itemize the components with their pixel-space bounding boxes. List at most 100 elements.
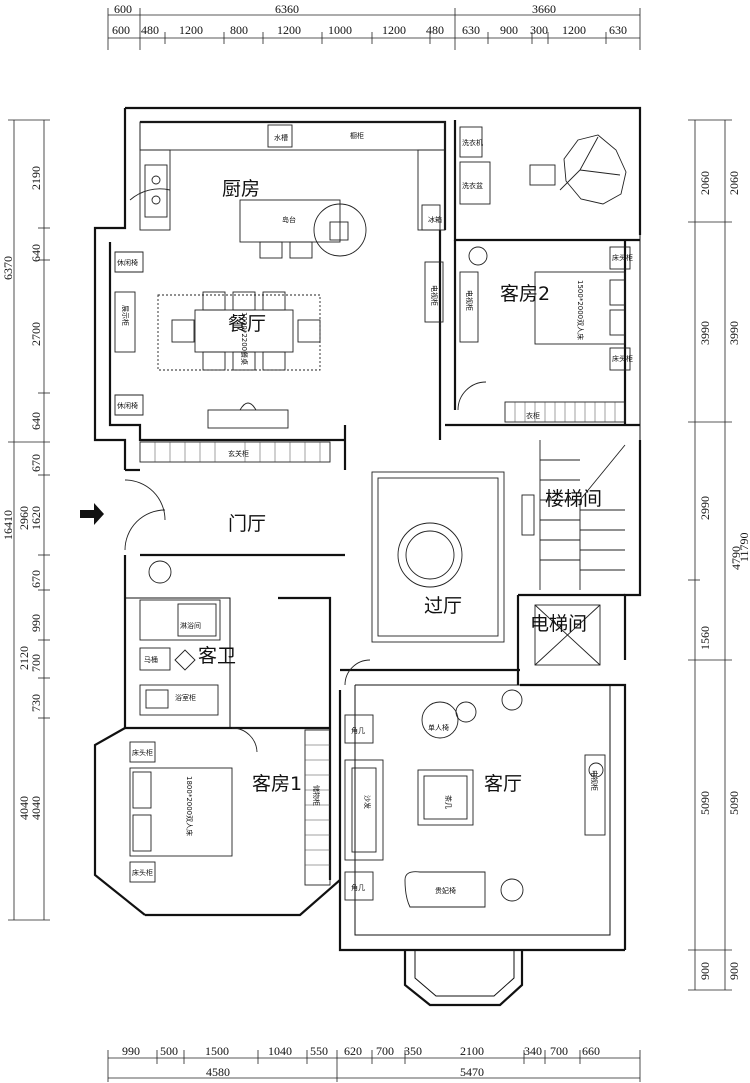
dim-top-row2: 1200: [179, 23, 203, 37]
label-bed-1800: 1800*2000双人床: [185, 776, 194, 836]
label-storage-cabinet: 储物柜: [312, 785, 321, 806]
label-tv-cabinet-2r: 电视柜: [465, 290, 474, 311]
label-cabinet: 橱柜: [350, 131, 364, 140]
label-shower: 淋浴间: [180, 621, 201, 630]
dim-top-1: 600: [114, 2, 132, 16]
dim-bottom-row1: 350: [404, 1044, 422, 1058]
label-laundry: 洗衣机: [462, 138, 483, 147]
label-corner-table-1: 角几: [351, 726, 365, 735]
dim-bottom-row1: 1500: [205, 1044, 229, 1058]
room-guest-room-2: 客房2: [500, 283, 550, 305]
dim-top-2: 6360: [275, 2, 299, 16]
label-single-chair: 单人椅: [428, 723, 449, 732]
dim-left-row2: 730: [29, 694, 43, 712]
label-wardrobe: 衣柜: [526, 411, 540, 420]
dim-left-row2: 1620: [29, 506, 43, 530]
dim-right-row1: 1560: [698, 626, 712, 650]
label-side-table-2: 床头柜: [612, 354, 633, 363]
label-lounge-chair-2: 休闲椅: [117, 401, 138, 410]
entry-arrow-icon: [80, 503, 104, 525]
dim-top-row2: 1000: [328, 23, 352, 37]
room-guest-room-1: 客房1: [252, 773, 302, 795]
label-shoe-cabinet: 玄关柜: [228, 449, 249, 458]
room-stairwell: 楼梯间: [545, 488, 602, 510]
dim-right-row2: 2060: [727, 171, 741, 195]
dim-right-row1: 900: [698, 962, 712, 980]
dim-left-row2: 2120: [17, 646, 31, 670]
dim-right-row1: 4790: [729, 546, 743, 570]
living-room: 单人椅 角几 沙发 角几 茶几 贵妃椅 电视柜 客厅: [344, 659, 606, 908]
dim-top-row2: 800: [230, 23, 248, 37]
elevator: 电梯间: [530, 604, 601, 666]
dim-bottom-row2: 5470: [460, 1065, 484, 1079]
room-entry-hall: 门厅: [228, 513, 266, 535]
dim-right-row2: 900: [727, 962, 741, 980]
dim-top-row2: 1200: [382, 23, 406, 37]
dim-bottom-row1: 660: [582, 1044, 600, 1058]
dining-furniture: 1000*2200餐桌 餐厅 展示柜 休闲椅 休闲椅 电视柜: [114, 251, 444, 429]
room-dining: 餐厅: [228, 313, 266, 335]
right-dimensions: 2060 3990 2990 1560 4790 5090 900 2060 3…: [688, 119, 750, 991]
dim-top-row2: 630: [462, 23, 480, 37]
label-tv-cabinet-2: 电视柜: [590, 770, 599, 791]
dim-top-row2: 480: [141, 23, 159, 37]
room-guest-bath: 客卫: [198, 645, 236, 667]
passage-hall: 过厅: [371, 471, 505, 643]
walls: [93, 106, 642, 1007]
dim-left-2: 16410: [1, 510, 15, 540]
label-toilet: 马桶: [144, 655, 158, 664]
dim-left-row2: 2960: [17, 506, 31, 530]
label-side-table-4: 床头柜: [132, 868, 153, 877]
dim-right-row1: 2060: [698, 171, 712, 195]
label-dining-table: 1000*2200餐桌: [240, 312, 249, 365]
label-sofa: 沙发: [363, 795, 372, 809]
label-island: 岛台: [282, 215, 296, 224]
dim-bottom-row1: 1040: [268, 1044, 292, 1058]
dim-bottom-row1: 990: [122, 1044, 140, 1058]
dim-bottom-row2: 4580: [206, 1065, 230, 1079]
kitchen-furniture: 水槽 橱柜 岛台 冰箱 厨房: [129, 121, 446, 259]
dim-top-3: 3660: [532, 2, 556, 16]
label-corner-table-2: 角几: [351, 883, 365, 892]
dim-bottom-row1: 620: [344, 1044, 362, 1058]
label-vanity: 浴室柜: [175, 693, 196, 702]
dim-right-row2: 5090: [727, 791, 741, 815]
left-dimensions: 6370 16410 2190 640 2700 640 670 1620 29…: [1, 119, 50, 921]
dim-left-1: 6370: [1, 256, 15, 280]
label-fridge: 冰箱: [428, 215, 442, 224]
dim-left-row2: 700: [29, 654, 43, 672]
dim-left-row2: 2190: [29, 166, 43, 190]
entry-area: 玄关柜 门厅: [80, 441, 331, 584]
label-side-table-3: 床头柜: [132, 748, 153, 757]
label-tea-table: 茶几: [444, 795, 453, 809]
label-bed-1500: 1500*2000双人床: [576, 280, 585, 340]
dim-bottom-row1: 700: [376, 1044, 394, 1058]
dim-right-row1: 5090: [698, 791, 712, 815]
dim-left-row2: 640: [29, 244, 43, 262]
dim-right-partial: 11790: [737, 532, 750, 562]
dim-left-row2: 640: [29, 412, 43, 430]
dim-top-row2: 900: [500, 23, 518, 37]
dim-left-row2: 2700: [29, 322, 43, 346]
top-dimensions: 600 6360 3660 600 480 1200 800 1200 1000…: [107, 2, 641, 50]
guest-room-2: 洗衣机 洗衣盆 电视柜 1500*2000双人床 床头柜 床头柜: [457, 126, 633, 423]
dim-bottom-row1: 500: [160, 1044, 178, 1058]
room-kitchen: 厨房: [222, 178, 260, 200]
label-tv-cabinet-1: 电视柜: [430, 285, 439, 306]
dim-right-row1: 2990: [698, 496, 712, 520]
label-wash-basin: 洗衣盆: [462, 181, 483, 190]
label-chaise: 贵妃椅: [435, 886, 456, 895]
dim-top-row2: 600: [112, 23, 130, 37]
dim-top-row2: 1200: [562, 23, 586, 37]
dim-bottom-row1: 700: [550, 1044, 568, 1058]
dim-bottom-row1: 340: [524, 1044, 542, 1058]
room-elevator: 电梯间: [530, 613, 587, 635]
guest-room-1: 床头柜 床头柜 1800*2000双人床 储物柜 客房1: [129, 729, 331, 886]
room-living-room: 客厅: [484, 773, 522, 795]
dim-right-row2: 3990: [727, 321, 741, 345]
dim-bottom-row1: 550: [310, 1044, 328, 1058]
dim-top-row2: 480: [426, 23, 444, 37]
label-sink: 水槽: [274, 133, 288, 142]
dim-bottom-row1: 2100: [460, 1044, 484, 1058]
